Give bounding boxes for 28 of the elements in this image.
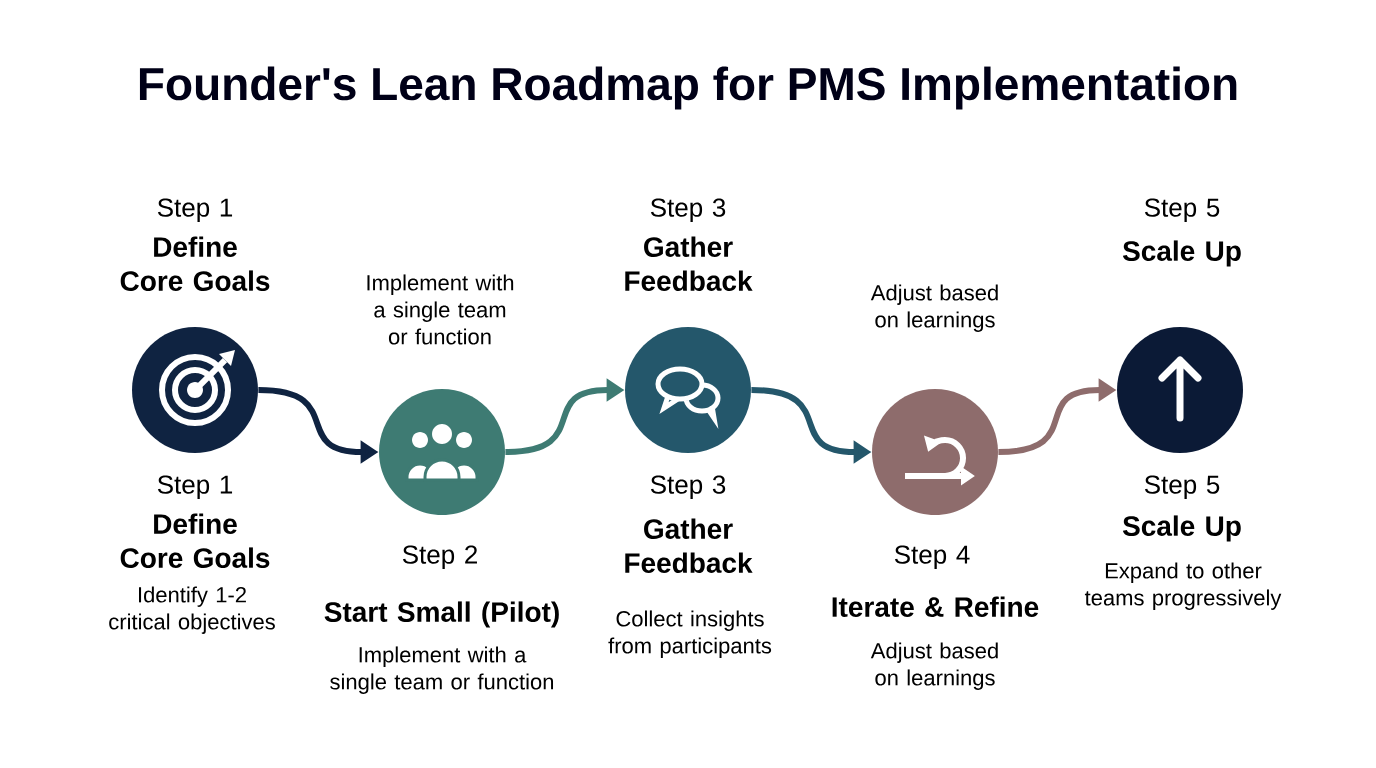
step-label: Step 1 xyxy=(157,198,233,222)
step-label: Step 3 xyxy=(650,198,726,222)
step-description: Implement with a single team or function xyxy=(367,274,514,345)
step-label: Step 4 xyxy=(894,545,970,569)
title: Founder's Lean Roadmap for PMS Implementation xyxy=(139,66,1237,110)
step-heading: Scale Up xyxy=(1122,240,1241,267)
step-description: Expand to other teams progressively xyxy=(1084,562,1282,610)
step-description: Adjust based on learnings xyxy=(870,642,998,690)
step-heading: Iterate & Refine xyxy=(832,596,1039,617)
step-label: Step 2 xyxy=(402,545,477,569)
step-description: Identify 1-2 critical objectives xyxy=(109,586,275,634)
step-heading: Start Small (Pilot) xyxy=(324,601,559,628)
step-circle xyxy=(625,327,751,453)
step-label: Step 5 xyxy=(1144,198,1220,222)
step-heading: Scale Up xyxy=(1122,515,1241,542)
step-circle xyxy=(132,327,258,453)
step-description: Collect insights from participants xyxy=(608,610,772,658)
step-circle xyxy=(1117,327,1243,453)
step-label: Step 5 xyxy=(1144,475,1220,499)
step-description: Adjust based on learnings xyxy=(870,284,998,332)
step-label: Step 1 xyxy=(157,475,233,499)
step-label: Step 3 xyxy=(650,475,726,499)
step-heading: Gather Feedback xyxy=(625,518,753,573)
step-circle xyxy=(872,389,998,515)
step-heading: Define Core Goals xyxy=(120,236,270,291)
step-heading: Define Core Goals xyxy=(120,513,270,568)
step-description: Implement with a single team or function xyxy=(330,646,553,694)
step-heading: Gather Feedback xyxy=(625,236,753,291)
